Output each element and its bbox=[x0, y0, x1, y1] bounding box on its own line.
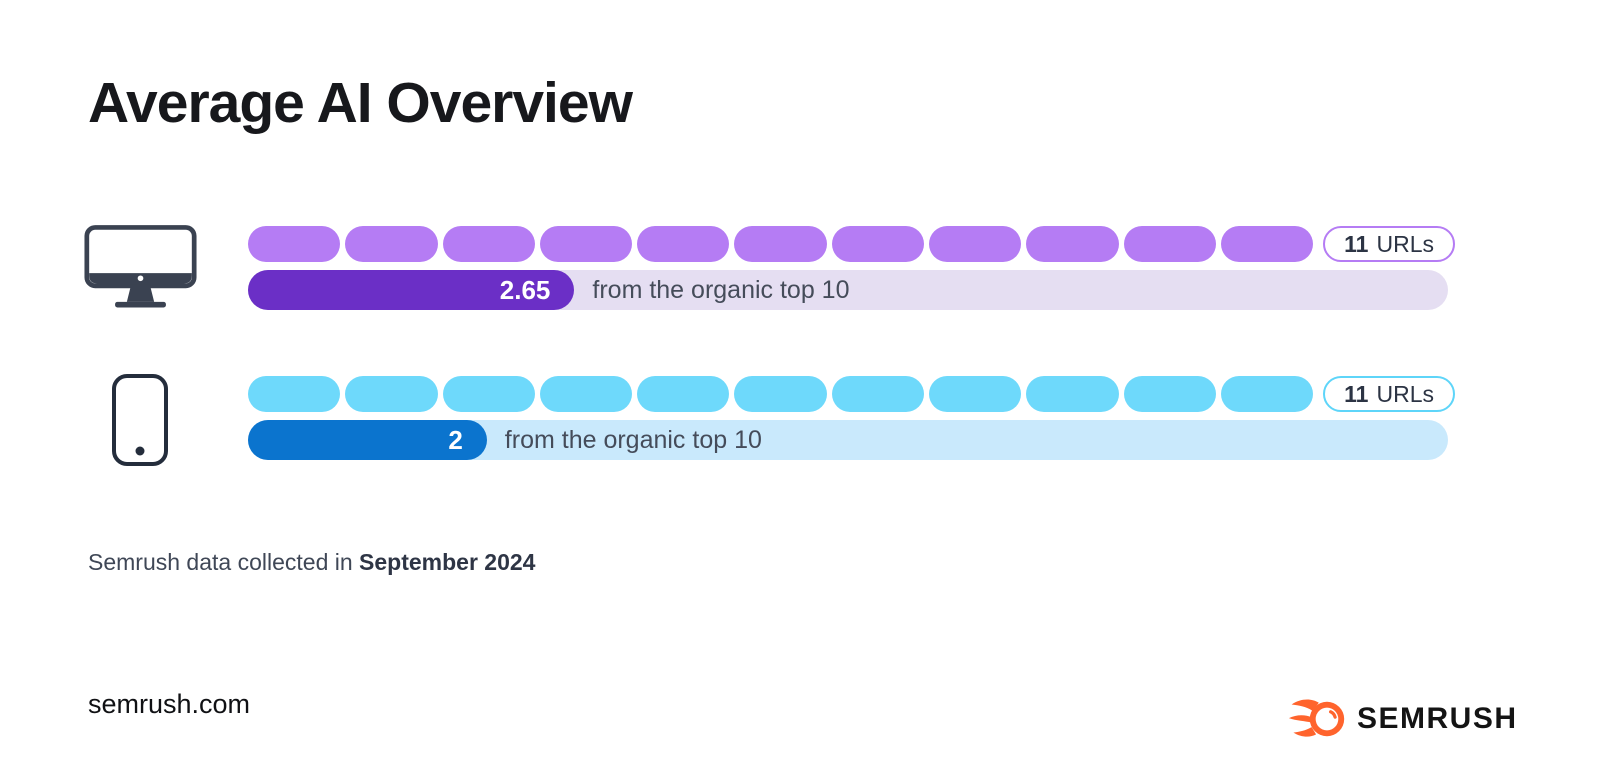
url-pill bbox=[1220, 226, 1314, 262]
desktop-bar-track: 2.65 from the organic top 10 bbox=[248, 270, 1448, 310]
desktop-bar-value: 2.65 bbox=[499, 274, 551, 305]
url-pill bbox=[928, 376, 1022, 412]
url-pill bbox=[539, 376, 633, 412]
url-count-value: 11 bbox=[1344, 230, 1369, 257]
mobile-bar-track: 2 from the organic top 10 bbox=[248, 420, 1448, 460]
url-pills bbox=[248, 226, 1314, 262]
mobile-row: 11 URLs 2 from the organic top 10 bbox=[248, 376, 1455, 460]
desktop-bar-fill: 2.65 bbox=[248, 270, 575, 310]
url-pill bbox=[734, 226, 827, 262]
url-pill bbox=[442, 376, 535, 412]
url-pill bbox=[248, 376, 341, 412]
desktop-monitor-icon bbox=[84, 224, 197, 315]
mobile-phone-icon bbox=[112, 374, 168, 471]
page-title: Average AI Overview bbox=[88, 71, 633, 135]
desktop-bar-label: from the organic top 10 bbox=[592, 275, 850, 304]
url-pill bbox=[1220, 376, 1314, 412]
mobile-bar-fill: 2 bbox=[248, 420, 487, 460]
semrush-flame-icon bbox=[1288, 699, 1345, 737]
url-pill bbox=[831, 376, 924, 412]
url-count-unit: URLs bbox=[1376, 230, 1434, 257]
url-count-badge: 11 URLs bbox=[1323, 226, 1455, 262]
url-pill bbox=[345, 226, 438, 262]
source-note-date: September 2024 bbox=[359, 549, 536, 575]
url-pills bbox=[248, 376, 1314, 412]
url-pill bbox=[831, 226, 924, 262]
website-url: semrush.com bbox=[88, 689, 251, 719]
url-count-unit: URLs bbox=[1376, 380, 1434, 407]
url-pill bbox=[734, 376, 827, 412]
url-pill bbox=[539, 226, 633, 262]
mobile-bar-value: 2 bbox=[448, 424, 463, 455]
mobile-bar-label: from the organic top 10 bbox=[504, 425, 762, 454]
url-pill bbox=[1123, 226, 1216, 262]
url-pill bbox=[345, 376, 438, 412]
url-count-badge: 11 URLs bbox=[1323, 376, 1455, 412]
url-pill bbox=[1026, 226, 1119, 262]
desktop-row: 11 URLs 2.65 from the organic top 10 bbox=[248, 226, 1455, 310]
url-pill bbox=[248, 226, 341, 262]
semrush-logo: SEMRUSH bbox=[1288, 696, 1518, 742]
url-pill bbox=[637, 226, 730, 262]
url-pill bbox=[1026, 376, 1119, 412]
url-count-value: 11 bbox=[1344, 380, 1369, 407]
source-note-prefix: Semrush data collected in bbox=[88, 549, 360, 575]
url-pill bbox=[928, 226, 1022, 262]
source-note: Semrush data collected in September 2024 bbox=[88, 549, 535, 576]
url-pill bbox=[1123, 376, 1216, 412]
mobile-url-pill-strip: 11 URLs bbox=[248, 376, 1455, 412]
semrush-wordmark: SEMRUSH bbox=[1357, 702, 1518, 735]
desktop-url-pill-strip: 11 URLs bbox=[248, 226, 1455, 262]
url-pill bbox=[637, 376, 730, 412]
url-pill bbox=[442, 226, 535, 262]
